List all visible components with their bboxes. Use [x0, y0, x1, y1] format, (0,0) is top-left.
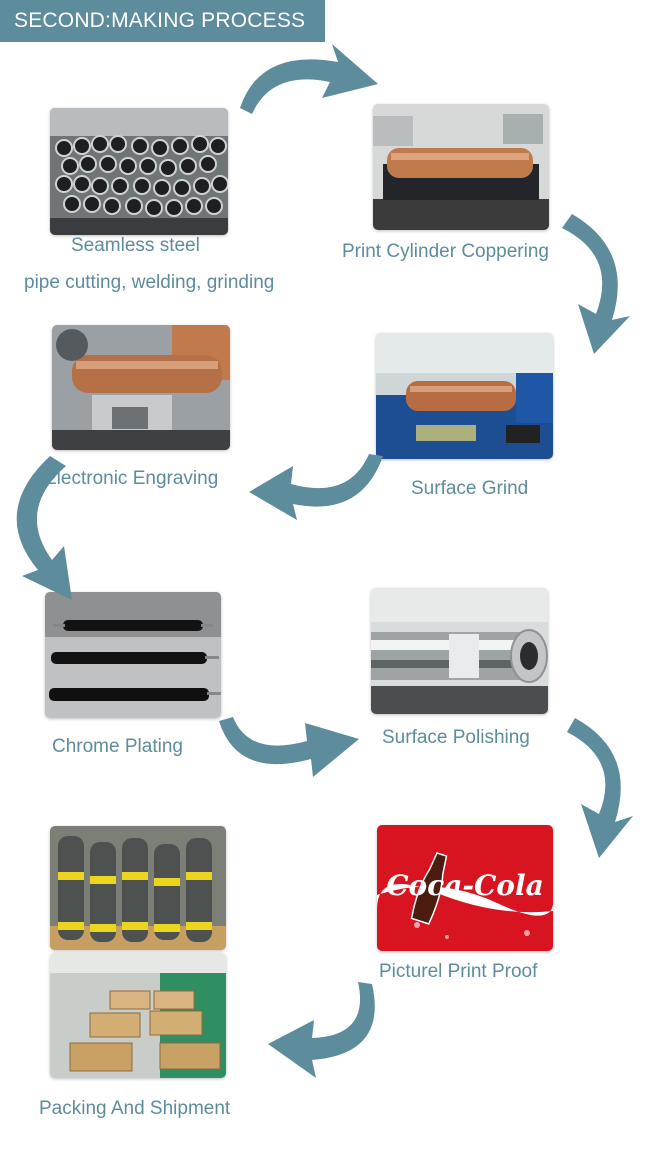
engraving-photo	[52, 325, 230, 450]
flow-arrow-icon	[219, 717, 359, 777]
flow-arrow-icon	[249, 454, 383, 520]
packing-photo	[50, 826, 226, 950]
flow-arrow-icon	[562, 214, 630, 354]
surface-polishing-photo	[371, 588, 548, 714]
shipment-photo	[50, 953, 226, 1078]
flow-arrow-icon	[16, 456, 72, 600]
coppering-photo	[373, 104, 549, 230]
seamless-steel-photo	[50, 108, 228, 235]
step-caption-packing: Packing And Shipment	[39, 1098, 231, 1119]
surface-grind-photo	[376, 333, 553, 459]
coca-cola-logo: Coca-Cola	[386, 869, 544, 902]
step-caption-pipe-cutting: pipe cutting, welding, grinding	[24, 272, 275, 293]
step-caption-print-proof: Picturel Print Proof	[379, 961, 538, 982]
flow-arrow-icon	[240, 44, 378, 114]
step-caption-chrome-plating: Chrome Plating	[52, 736, 183, 757]
flow-arrow-icon	[268, 982, 375, 1078]
step-caption-coppering: Print Cylinder Coppering	[342, 241, 549, 262]
step-caption-surface-polishing: Surface Polishing	[382, 727, 530, 748]
step-caption-engraving: Electronic Engraving	[44, 468, 219, 489]
section-title: SECOND:MAKING PROCESS	[14, 9, 306, 32]
step-caption-seamless-steel: Seamless steel	[71, 235, 200, 256]
section-header: SECOND:MAKING PROCESS	[0, 0, 325, 42]
print-proof-photo: Coca-Cola	[377, 825, 553, 951]
flow-arrow-icon	[567, 718, 633, 858]
chrome-plating-photo	[45, 592, 221, 718]
step-caption-surface-grind: Surface Grind	[411, 478, 529, 499]
